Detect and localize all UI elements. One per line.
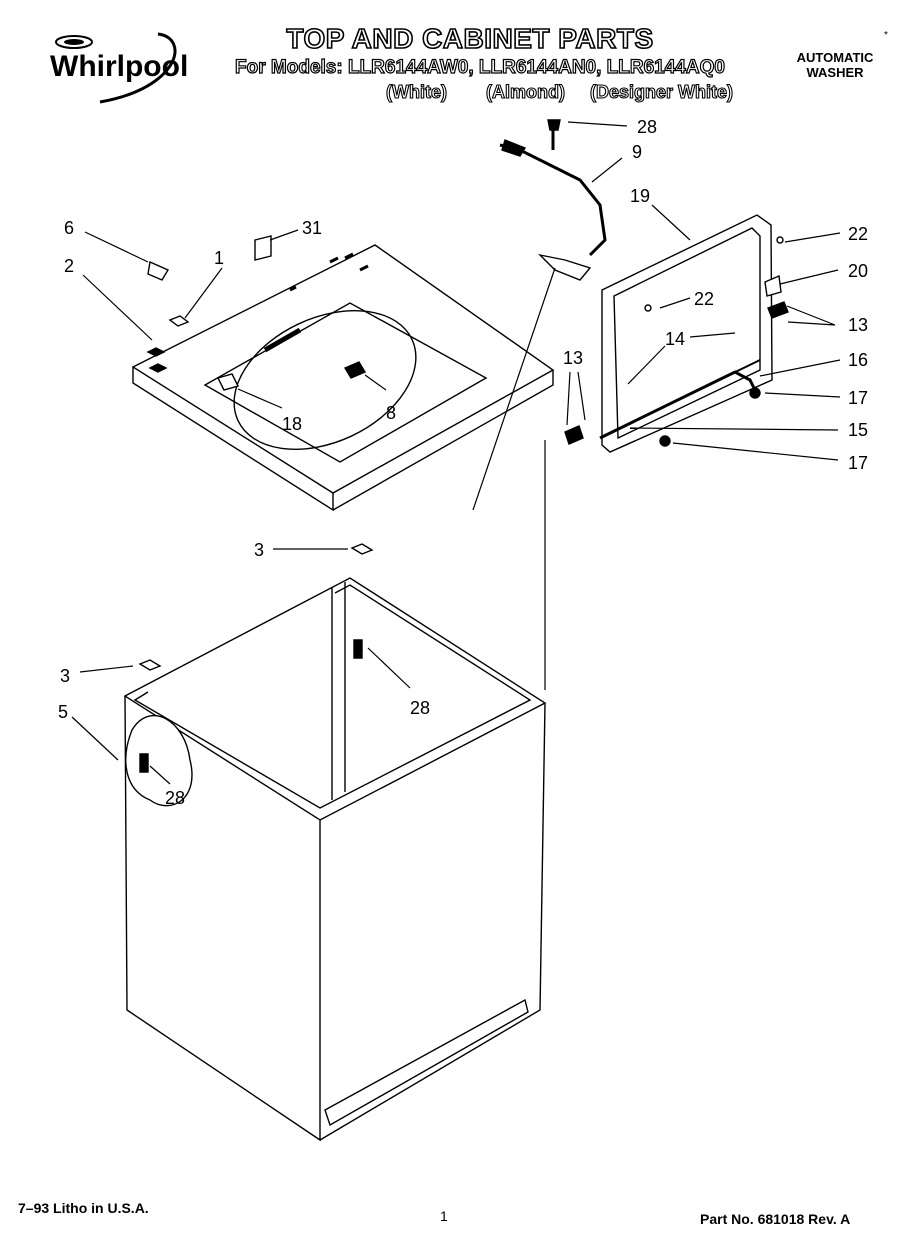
callout-3-lower: 3: [60, 666, 70, 686]
corner-mark: *: [884, 30, 888, 41]
appliance-line-1: AUTOMATIC: [796, 50, 874, 65]
lid-switch-harness: [499, 139, 607, 281]
cabinet: [123, 577, 547, 1142]
appliance-type: AUTOMATIC WASHER: [780, 50, 890, 80]
callout-31: 31: [302, 218, 322, 238]
callout-17-top: 17: [848, 388, 868, 408]
lid-frame: [599, 214, 773, 453]
callout-3-upper: 3: [254, 540, 264, 560]
leader-lines: [71, 121, 841, 785]
page-title: TOP AND CABINET PARTS: [286, 22, 654, 55]
callout-numbers: 28 9 19 22 20 22 13 14 16 13 17 15 17 6 …: [58, 117, 868, 808]
top-panel: [131, 244, 555, 512]
variant-almond: (Almond): [485, 81, 565, 102]
variant-white: (White): [385, 81, 447, 102]
callout-20: 20: [848, 261, 868, 281]
callout-2: 2: [64, 256, 74, 276]
page-number: 1: [440, 1208, 448, 1224]
callout-19: 19: [630, 186, 650, 206]
callout-14: 14: [665, 329, 685, 349]
litho-note: 7–93 Litho in U.S.A.: [18, 1200, 149, 1216]
callout-22-mid: 22: [694, 289, 714, 309]
callout-1: 1: [214, 248, 224, 268]
whirlpool-logo: Whirlpool: [40, 28, 200, 108]
callout-6: 6: [64, 218, 74, 238]
callout-28-rear: 28: [165, 788, 185, 808]
callout-13-right: 13: [848, 315, 868, 335]
callout-9: 9: [632, 142, 642, 162]
callout-8: 8: [386, 403, 396, 423]
callout-18: 18: [282, 414, 302, 434]
callout-17-bottom: 17: [848, 453, 868, 473]
callout-22-right: 22: [848, 224, 868, 244]
brand-wordmark: Whirlpool: [50, 50, 188, 83]
callout-28-top: 28: [637, 117, 657, 137]
callout-28-cabinet: 28: [410, 698, 430, 718]
callout-13-left: 13: [563, 348, 583, 368]
models-line: For Models: LLR6144AW0, LLR6144AN0, LLR6…: [234, 56, 725, 78]
variant-designer-white: (Designer White): [589, 81, 734, 102]
callout-5: 5: [58, 702, 68, 722]
callout-16: 16: [848, 350, 868, 370]
appliance-line-2: WASHER: [806, 65, 864, 80]
part-number: Part No. 681018 Rev. A: [700, 1211, 851, 1227]
small-parts: [138, 119, 789, 773]
callout-15: 15: [848, 420, 868, 440]
